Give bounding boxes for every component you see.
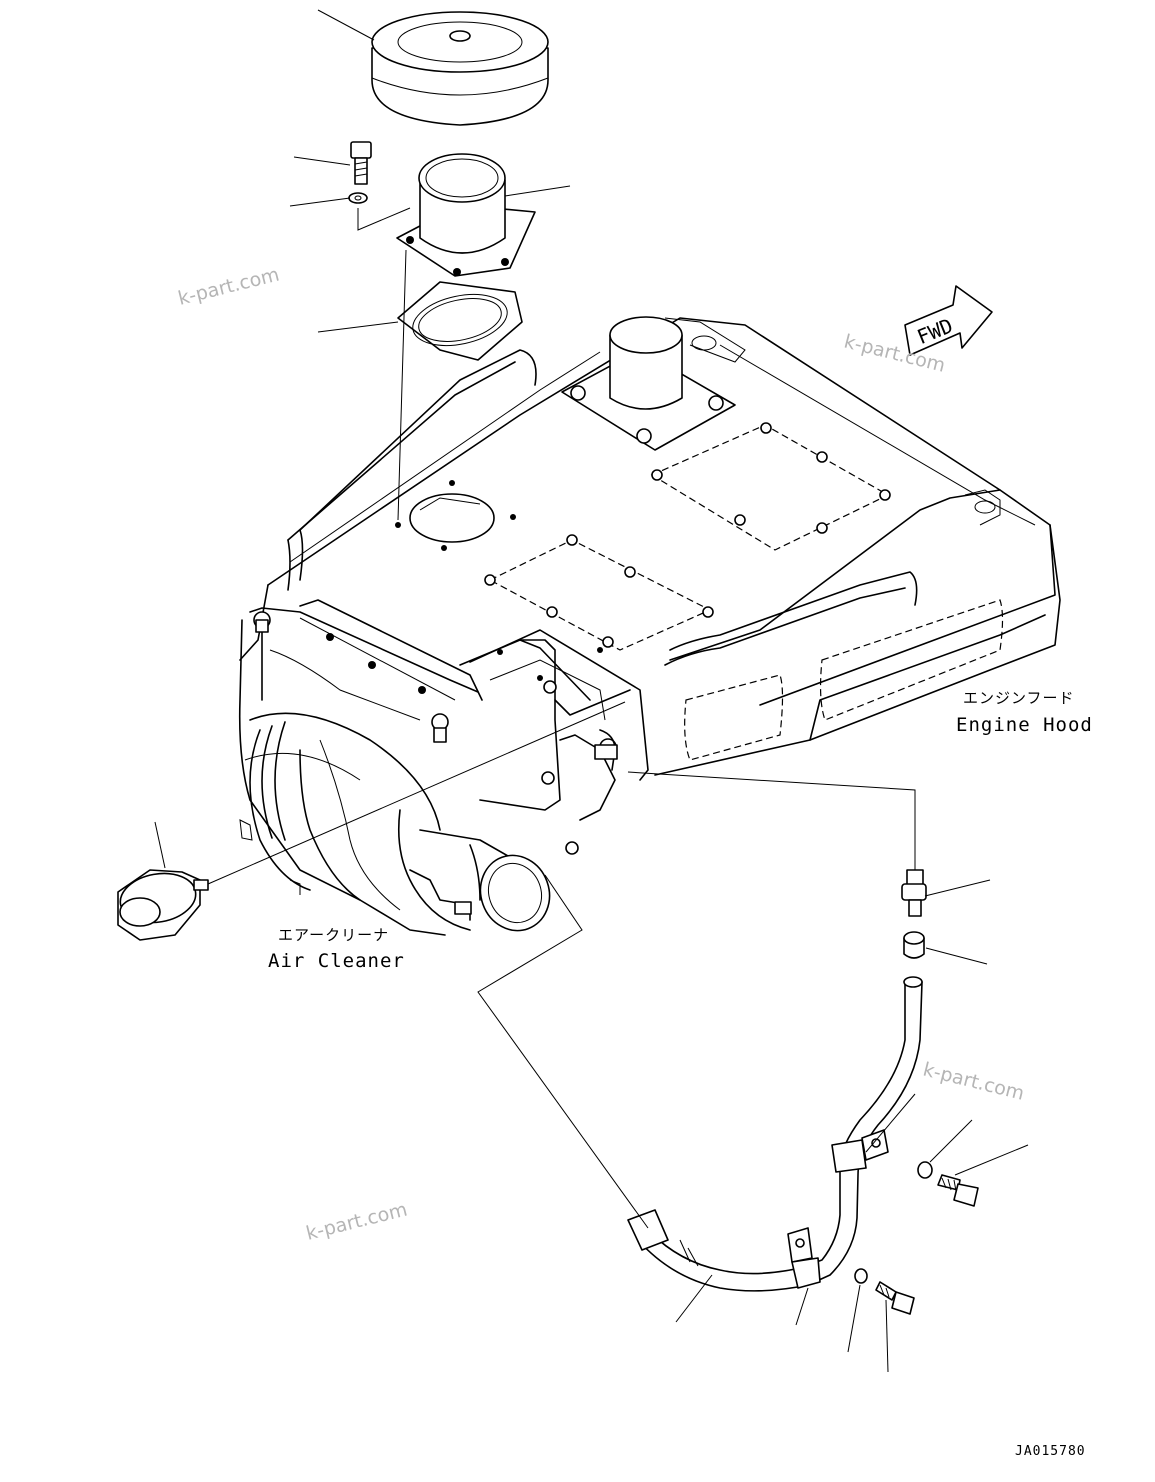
precleaner-cap	[371, 11, 549, 126]
air-cleaner-label-jp: エアークリーナ	[278, 926, 389, 944]
exhaust-stack	[561, 316, 746, 451]
watermark: k-part.com	[176, 263, 282, 309]
hose-clamp	[903, 931, 988, 965]
air-cleaner-label-en: Air Cleaner	[268, 950, 405, 972]
engine-hood	[239, 317, 1061, 776]
hose-clip-lower	[787, 1227, 821, 1326]
bolt-right-upper	[937, 1144, 1029, 1207]
gasket	[397, 281, 523, 361]
hose-clip-upper	[831, 1093, 916, 1173]
extension-pipe	[396, 153, 571, 277]
bolt-upper	[350, 141, 372, 185]
dust-indicator	[117, 701, 626, 941]
air-cleaner	[238, 599, 649, 936]
engine-hood-label-en: Engine Hood	[956, 714, 1093, 736]
washer-right-upper	[917, 1119, 973, 1179]
drawing-code: JA015780	[1015, 1444, 1086, 1459]
inspection-cover-rear	[650, 422, 891, 551]
inspection-cover-front	[484, 534, 714, 651]
watermark: k-part.com	[921, 1059, 1027, 1105]
drain-hose	[627, 976, 923, 1323]
watermark: k-part.com	[304, 1198, 410, 1244]
fwd-arrow-icon: FWD	[904, 285, 993, 356]
washer-right-lower	[847, 1268, 868, 1353]
bolt-right-lower	[875, 1281, 915, 1373]
engine-hood-label-jp: エンジンフード	[963, 689, 1075, 707]
elbow-fitting	[901, 869, 991, 917]
washer-upper	[348, 192, 368, 204]
intake-opening	[395, 480, 516, 551]
